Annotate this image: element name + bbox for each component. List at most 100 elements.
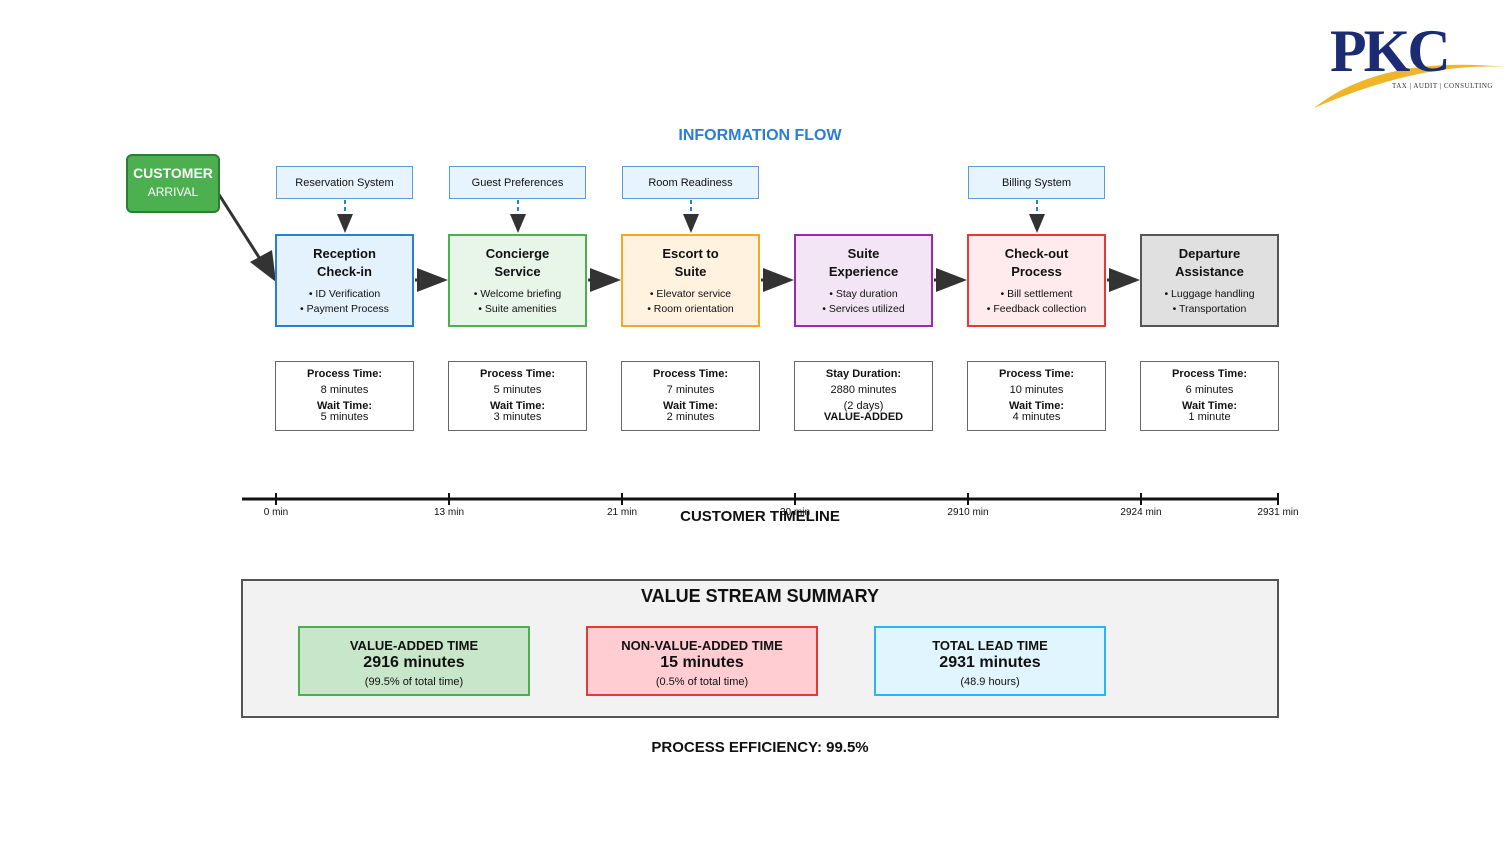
step-title: Process: [1011, 264, 1062, 279]
metrics-suite: Stay Duration: 2880 minutes (2 days) VAL…: [794, 361, 933, 431]
info-arrowheads: [337, 214, 1045, 233]
metric-value: 7 minutes: [666, 384, 715, 396]
metrics-reception: Process Time: 8 minutes Wait Time: 5 min…: [275, 361, 414, 431]
step-title: Suite: [847, 246, 880, 261]
system-reservation: Reservation System: [276, 166, 413, 199]
step-bullet: • Welcome briefing: [473, 288, 562, 300]
step-bullet: • Transportation: [1172, 303, 1247, 315]
value-added-label: VALUE-ADDED: [823, 411, 904, 423]
tick-label: 0 min: [263, 507, 289, 518]
non-value-added-box: NON-VALUE-ADDED TIME 15 minutes (0.5% of…: [586, 626, 818, 696]
tick-label: 2910 min: [947, 507, 989, 518]
timeline-ticks: [275, 493, 1279, 505]
step-bullet: • Feedback collection: [986, 303, 1087, 315]
arrival-label: ARRIVAL: [147, 185, 199, 199]
total-lead-time-box: TOTAL LEAD TIME 2931 minutes (48.9 hours…: [874, 626, 1106, 696]
customer-timeline-title: CUSTOMER TIMELINE: [680, 508, 840, 525]
step-bullet: • Stay duration: [829, 288, 898, 300]
step-bullet: • ID Verification: [308, 288, 381, 300]
metric-value: 4 minutes: [1012, 411, 1061, 423]
step-bullet: • Bill settlement: [1000, 288, 1073, 300]
step-title: Departure: [1178, 246, 1241, 261]
metric-heading: Process Time:: [306, 368, 382, 380]
total-lead-time-value: 2931 minutes: [939, 654, 1041, 671]
step-bullet: • Services utilized: [822, 303, 905, 315]
tick-label: 2924 min: [1120, 507, 1162, 518]
total-lead-time-note: (48.9 hours): [960, 676, 1020, 688]
pkc-logo: PKC TAX | AUDIT | CONSULTING: [1310, 16, 1510, 116]
step-title: Concierge: [485, 246, 550, 261]
process-efficiency: PROCESS EFFICIENCY: 99.5%: [651, 739, 869, 756]
metric-value: 6 minutes: [1185, 384, 1234, 396]
metric-heading: Wait Time:: [1008, 400, 1064, 412]
step-title: Escort to: [662, 246, 719, 261]
non-value-added-note: (0.5% of total time): [655, 676, 749, 688]
value-added-note: (99.5% of total time): [364, 676, 464, 688]
step-title: Assistance: [1175, 264, 1244, 279]
metrics-escort: Process Time: 7 minutes Wait Time: 2 min…: [621, 361, 760, 431]
step-title: Reception: [313, 246, 376, 261]
metric-value: 10 minutes: [1009, 384, 1064, 396]
logo-tagline: TAX | AUDIT | CONSULTING: [1392, 82, 1493, 90]
non-value-added-label: NON-VALUE-ADDED TIME: [621, 638, 783, 653]
system-billing: Billing System: [968, 166, 1105, 199]
value-added-value: 2916 minutes: [363, 654, 465, 671]
metric-heading: Process Time:: [1171, 368, 1247, 380]
step-title: Check-in: [317, 264, 372, 279]
metric-note: (2 days): [843, 400, 884, 412]
metric-value: 1 minute: [1188, 411, 1231, 423]
tick-label: 30 min: [779, 507, 810, 518]
customer-arrival-box: CUSTOMER ARRIVAL: [126, 154, 220, 213]
process-arrows: [415, 268, 1140, 292]
tick-label: 13 min: [433, 507, 464, 518]
metric-value: 3 minutes: [493, 411, 542, 423]
metric-heading: Process Time:: [652, 368, 728, 380]
metric-heading: Process Time:: [479, 368, 555, 380]
metrics-checkout: Process Time: 10 minutes Wait Time: 4 mi…: [967, 361, 1106, 431]
metric-heading: Process Time:: [998, 368, 1074, 380]
step-title: Check-out: [1004, 246, 1069, 261]
logo-text: PKC: [1330, 18, 1451, 84]
metric-heading: Wait Time:: [316, 400, 372, 412]
logo-swoosh: [1314, 64, 1505, 108]
value-added-box: VALUE-ADDED TIME 2916 minutes (99.5% of …: [298, 626, 530, 696]
step-title: Service: [494, 264, 541, 279]
metric-value: 5 minutes: [320, 411, 369, 423]
metrics-concierge: Process Time: 5 minutes Wait Time: 3 min…: [448, 361, 587, 431]
metric-value: 5 minutes: [493, 384, 542, 396]
metric-heading: Stay Duration:: [825, 368, 902, 380]
customer-label: CUSTOMER: [133, 165, 213, 181]
customer-arrow: [216, 192, 264, 263]
metrics-departure: Process Time: 6 minutes Wait Time: 1 min…: [1140, 361, 1279, 431]
summary-title: VALUE STREAM SUMMARY: [641, 586, 879, 606]
step-bullet: • Room orientation: [647, 303, 734, 315]
step-title: Experience: [828, 264, 899, 279]
value-added-label: VALUE-ADDED TIME: [349, 638, 479, 653]
tick-label: 2931 min: [1257, 507, 1299, 518]
metric-value: 2880 minutes: [830, 384, 897, 396]
metric-heading: Wait Time:: [489, 400, 545, 412]
non-value-added-value: 15 minutes: [660, 654, 744, 671]
metric-value: 8 minutes: [320, 384, 369, 396]
information-flow-title: INFORMATION FLOW: [678, 127, 842, 144]
step-title: Suite: [674, 264, 707, 279]
tick-label: 21 min: [606, 507, 637, 518]
metric-heading: Wait Time:: [1181, 400, 1237, 412]
metric-heading: Wait Time:: [662, 400, 718, 412]
step-escort-to-suite: Escort to Suite • Elevator service • Room …: [621, 234, 760, 327]
step-bullet: • Luggage handling: [1164, 288, 1255, 300]
step-bullet: • Suite amenities: [478, 303, 557, 315]
metric-value: 2 minutes: [666, 411, 715, 423]
system-room-readiness: Room Readiness: [622, 166, 759, 199]
step-bullet: • Payment Process: [300, 303, 389, 315]
step-bullet: • Elevator service: [649, 288, 732, 300]
system-guest-preferences: Guest Preferences: [449, 166, 586, 199]
customer-arrowhead: [250, 250, 276, 282]
total-lead-time-label: TOTAL LEAD TIME: [932, 638, 1048, 653]
